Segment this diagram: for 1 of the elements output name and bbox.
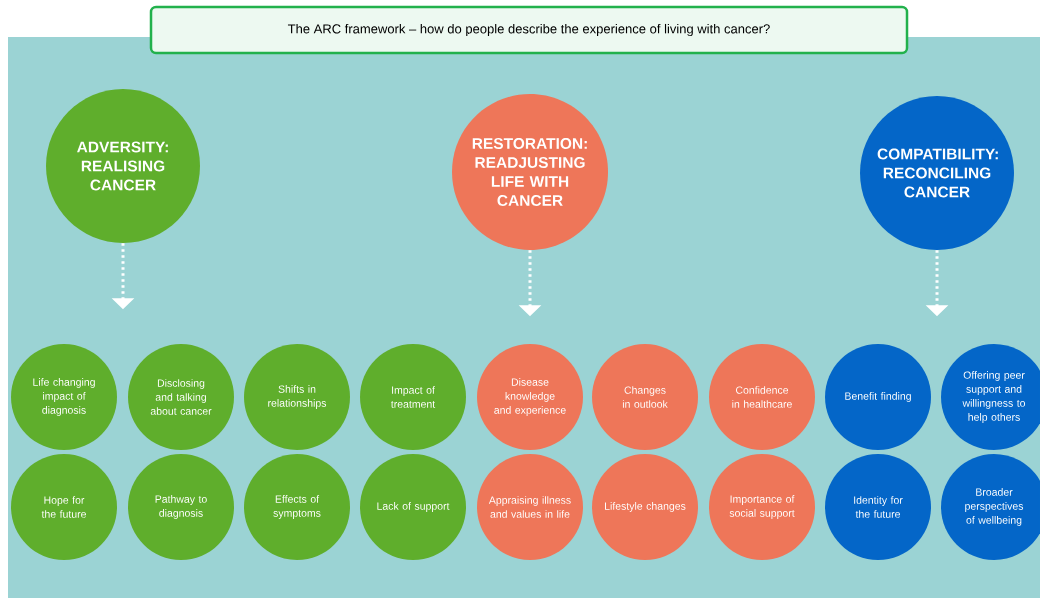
title-box: The ARC framework – how do people describe the experience of living with cancer?	[149, 5, 909, 55]
